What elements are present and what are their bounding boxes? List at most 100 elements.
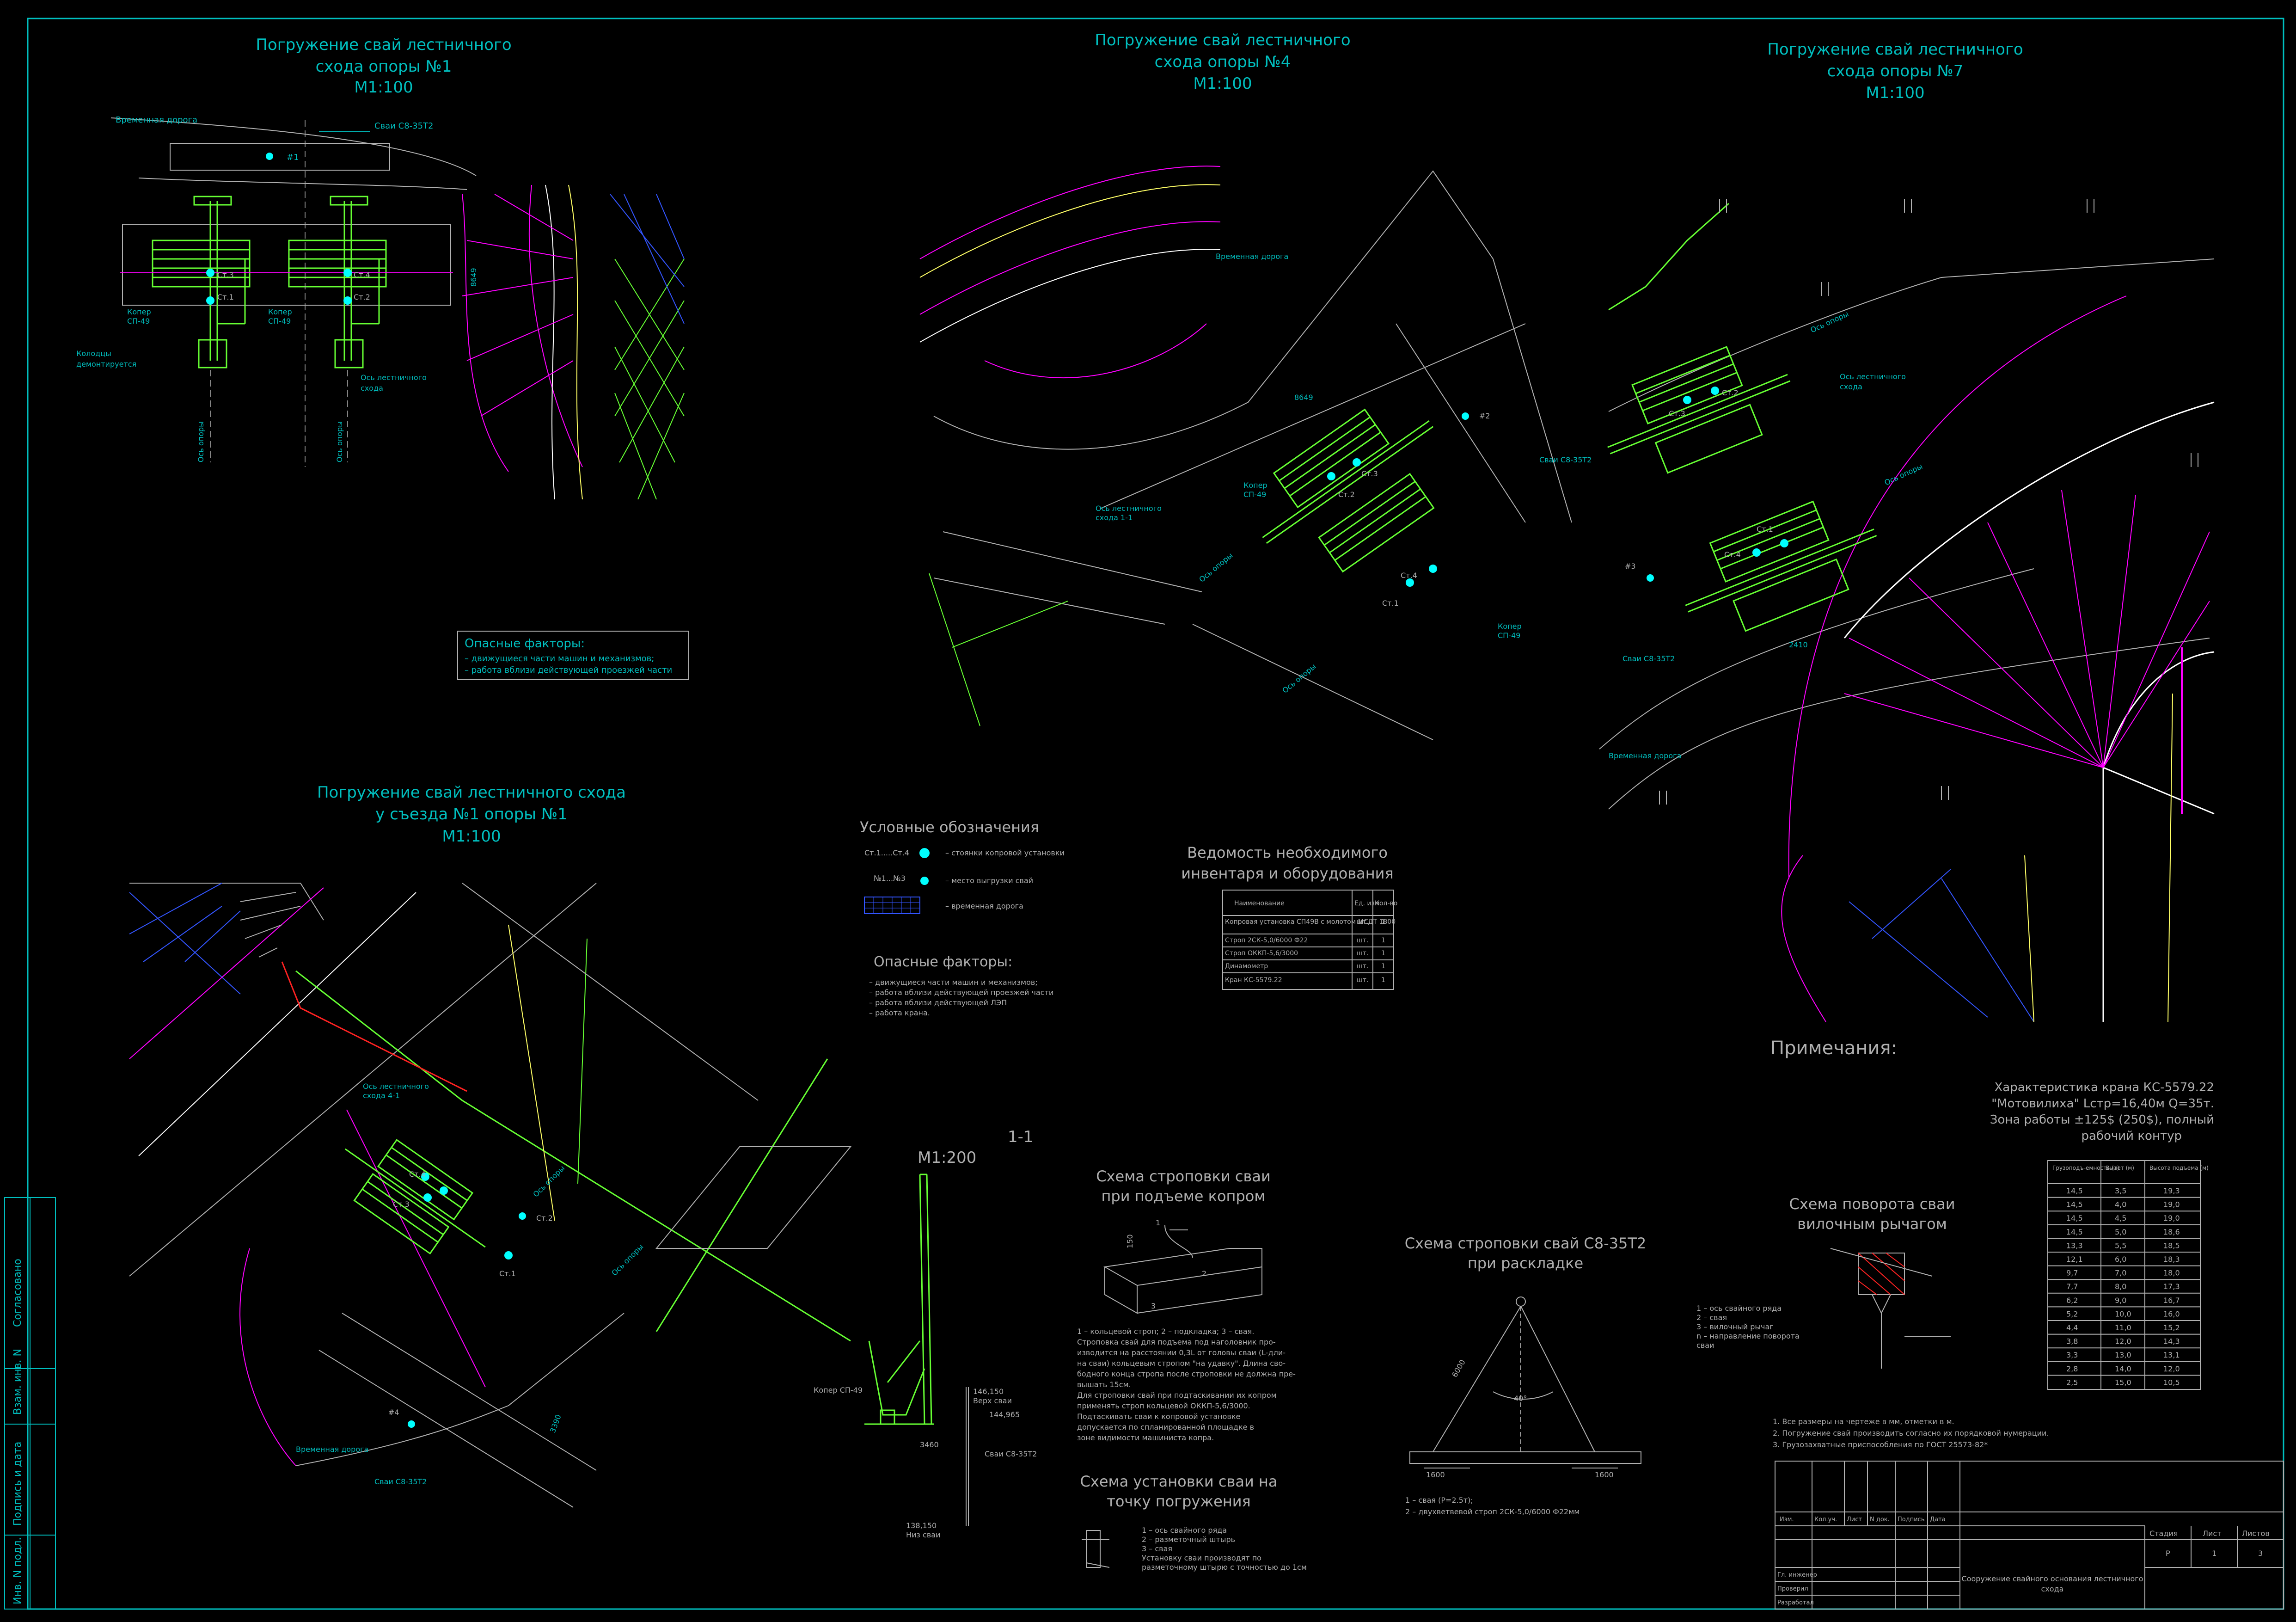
inventory-cell-name: Строп ОККП-5,6/3000	[1225, 950, 1298, 957]
inventory-cell-unit: шт.	[1357, 950, 1368, 957]
sling-lift-dim: 150	[1126, 1234, 1134, 1248]
view1-support-axis-a: Ось опоры	[196, 421, 205, 462]
view1-axis-a: Ось лестничного	[361, 373, 427, 382]
rotate-title-1: Схема поворота сваи	[1789, 1195, 1955, 1213]
stamp-desc-1: Сооружение свайного основания лестничног…	[1962, 1574, 2143, 1583]
crane-cell-height: 18,5	[2163, 1241, 2180, 1250]
install-note-line: Установку сваи производят по	[1142, 1554, 1261, 1562]
inventory-cell-qty: 1	[1381, 950, 1385, 957]
hazards2-item-2: – работа вблизи действующей проезжей час…	[869, 988, 1053, 997]
hazards-box-item-1: – движущиеся части машин и механизмов;	[465, 654, 654, 664]
section-elev-top: 146,150	[973, 1387, 1004, 1396]
crane-cell-height: 17,3	[2163, 1282, 2180, 1291]
view7-st3: Ст.3	[1669, 409, 1685, 418]
crane-cell-capacity: 13,3	[2066, 1241, 2083, 1250]
sling-lift-note-line: Подтаскивать сваи к копровой установке	[1077, 1412, 1240, 1421]
install-note-line: разметочному штырю с точностью до 1см	[1142, 1563, 1307, 1572]
exit-track	[240, 892, 301, 958]
crane-cell-reach: 9,0	[2115, 1296, 2126, 1305]
notes-title: Примечания:	[1770, 1038, 1897, 1059]
crane-cell-reach: 5,0	[2115, 1228, 2126, 1236]
inventory-title-2: инвентаря и оборудования	[1181, 865, 1393, 882]
view1-rig-label-b: СП-49	[127, 317, 150, 326]
exit-axis-b: схода 4-1	[363, 1091, 400, 1100]
unload-point-1	[266, 153, 273, 160]
view7-dim: 2410	[1789, 640, 1808, 649]
view7-st2: Ст.2	[1722, 388, 1739, 397]
sling-lay-scheme: Схема строповки свай С8-35Т2 при расклад…	[1405, 1235, 1647, 1516]
view1-rig-label-a: Копер	[127, 307, 151, 316]
sling-lift-note-line: на сваи) кольцевым стропом "на удавку". …	[1077, 1359, 1286, 1368]
stamp-h6: Дата	[1930, 1516, 1946, 1523]
view4-rig2-a: Копер	[1498, 622, 1522, 631]
inventory-title-1: Ведомость необходимого	[1187, 844, 1388, 861]
view4-rig-b: СП-49	[1243, 490, 1266, 499]
inventory-header-name: Наименование	[1234, 900, 1285, 907]
note-3: 3. Грузозахватные приспособления по ГОСТ…	[1773, 1440, 1988, 1449]
view7-st1: Ст.1	[1757, 525, 1773, 534]
stamp-stage-h: Стадия	[2149, 1529, 2178, 1538]
sling-lay-note-1: 1 – свая (Р=2.5т);	[1405, 1496, 1473, 1505]
view4-mark-2: #2	[1479, 412, 1490, 420]
crane-table: Характеристика крана КС-5579.22 "Мотовил…	[1990, 1081, 2214, 1390]
crane-cell-capacity: 9,7	[2066, 1269, 2078, 1278]
sling-lift-note-line: Строповка свай для подъема под наголовни…	[1077, 1338, 1276, 1346]
crane-cell-height: 18,0	[2163, 1269, 2180, 1278]
stamp-h2: Кол.уч.	[1814, 1516, 1837, 1523]
sling-lay-dim-1600a: 1600	[1426, 1470, 1445, 1479]
view7-rigs	[1607, 346, 1877, 632]
stamp-role-2: Проверил	[1777, 1585, 1808, 1592]
view1-piles-label: Сваи С8-35Т2	[374, 121, 434, 131]
legend-text-2: – место выгрузки свай	[945, 876, 1033, 885]
sling-lift-title-2: при подъеме копром	[1102, 1187, 1266, 1205]
rotate-note-line: сваи	[1696, 1341, 1714, 1350]
section-1-1: 1-1 М1:200 146,150 Верх сваи 144,965 Коп…	[814, 1128, 1037, 1539]
stamp-h4: N док.	[1870, 1516, 1890, 1523]
hazards2-title: Опасные факторы:	[874, 954, 1012, 970]
view1-title-scale: М1:100	[354, 78, 413, 97]
view4-rigs	[1262, 408, 1435, 573]
legend-text-1: – стоянки копровой установки	[945, 848, 1065, 857]
legend-title: Условные обозначения	[860, 818, 1039, 836]
view1-rig2-label-b: СП-49	[268, 317, 291, 326]
exit-axis-a: Ось лестничного	[363, 1082, 429, 1091]
inventory-header-unit: Ед. изм.	[1354, 900, 1382, 907]
view7-title-line2: схода опоры №7	[1827, 62, 1964, 80]
hazards-box: Опасные факторы: – движущиеся части маши…	[457, 631, 689, 680]
crane-cell-capacity: 7,7	[2066, 1282, 2078, 1291]
view1-wells-b: демонтируется	[76, 360, 136, 369]
crane-cell-reach: 6,0	[2115, 1255, 2126, 1264]
crane-cell-reach: 15,0	[2115, 1378, 2131, 1387]
crane-cell-capacity: 5,2	[2066, 1309, 2078, 1318]
crane-text-1: Характеристика крана КС-5579.22	[1994, 1081, 2214, 1094]
view1-hatch	[462, 184, 685, 500]
view4-axis-a: Ось лестничного	[1096, 504, 1162, 513]
sling-lift-n1: 1	[1156, 1218, 1160, 1227]
view-exit-title-line2: у съезда №1 опоры №1	[375, 805, 568, 823]
view7-support-axis-a: Ось опоры	[1809, 309, 1850, 335]
sling-lift-notes: 1 – кольцевой строп; 2 – подкладка; 3 – …	[1077, 1327, 1296, 1442]
inventory-cell-unit: шт.	[1357, 937, 1368, 944]
view7-axis-a: Ось лестничного	[1840, 372, 1906, 381]
rotate-note-line: 1 – ось свайного ряда	[1696, 1304, 1782, 1313]
inventory-cell-qty: 1	[1381, 918, 1385, 926]
hazards2-item-1: – движущиеся части машин и механизмов;	[869, 978, 1038, 987]
crane-cell-height: 19,0	[2163, 1214, 2180, 1223]
crane-cell-capacity: 3,8	[2066, 1337, 2078, 1346]
crane-cell-capacity: 14,5	[2066, 1214, 2083, 1223]
view4-axis-b: схода 1-1	[1096, 513, 1133, 522]
sling-lift-note-line: зоне видимости машиниста копра.	[1077, 1433, 1214, 1442]
crane-cell-capacity: 14,5	[2066, 1200, 2083, 1209]
stamp-sheet-v: 1	[2212, 1549, 2216, 1558]
section-dim: 3460	[920, 1440, 939, 1449]
crane-header-1: Грузоподъ-емность (т)	[2052, 1165, 2119, 1171]
view7-axis-b: схода	[1840, 382, 1862, 391]
crane-cell-reach: 10,0	[2115, 1309, 2131, 1318]
view1-title-line1: Погружение свай лестничного	[256, 36, 511, 54]
view4-title-line1: Погружение свай лестничного	[1095, 31, 1350, 49]
view1-wells-a: Колодцы	[76, 349, 111, 358]
sling-lay-angle: 40°	[1514, 1394, 1527, 1403]
crane-cell-capacity: 4,4	[2066, 1323, 2078, 1332]
install-title-2: точку погружения	[1107, 1493, 1251, 1510]
